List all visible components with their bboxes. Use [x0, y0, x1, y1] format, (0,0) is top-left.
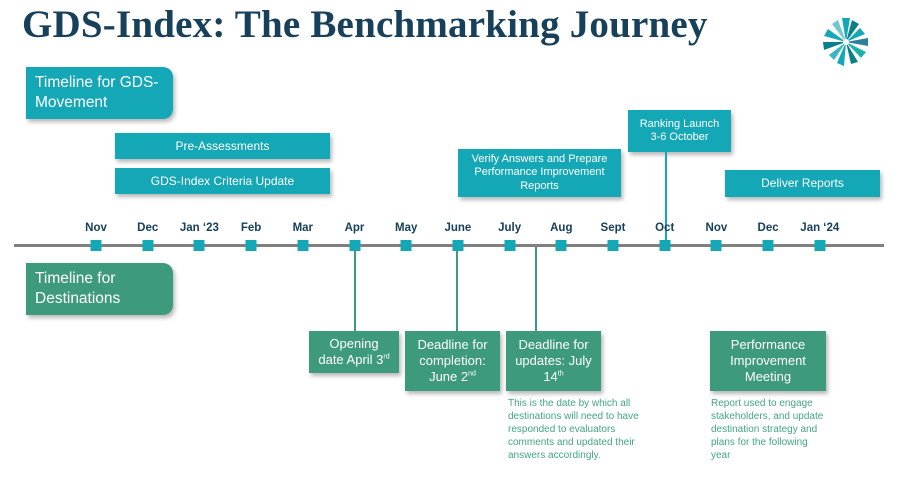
month-label: Sept	[600, 222, 626, 234]
ranking-launch-box: Ranking Launch 3-6 October	[628, 110, 731, 152]
month-label: Feb	[240, 222, 262, 234]
month-marker	[245, 240, 257, 251]
month-marker	[90, 240, 102, 251]
updates-note: This is the date by which all destinatio…	[508, 398, 639, 461]
meeting-note: Report used to engage stakeholders, and …	[711, 398, 824, 461]
month-marker	[400, 240, 412, 251]
page-title: GDS-Index: The Benchmarking Journey	[22, 3, 708, 46]
month-label: June	[444, 222, 472, 234]
month-marker	[814, 240, 826, 251]
destinations-timeline-label: Timeline for Destinations	[26, 263, 173, 315]
month-marker	[555, 240, 567, 251]
month-marker	[349, 240, 360, 251]
month-label: Oct	[655, 222, 675, 234]
month-marker	[142, 240, 154, 251]
month-label: Dec	[757, 222, 779, 234]
month-marker	[607, 240, 619, 251]
starburst-logo-icon	[823, 18, 868, 66]
criteria-update-box: GDS-Index Criteria Update	[115, 168, 330, 194]
completion-deadline-box: Deadline for completion: June 2nd	[405, 331, 500, 391]
month-label: May	[395, 222, 418, 234]
completion-connector	[456, 246, 458, 332]
updates-connector	[535, 246, 537, 332]
month-label: Jan ‘23	[179, 222, 219, 234]
month-label: Mar	[292, 222, 314, 234]
month-label: Jan ‘24	[800, 222, 840, 234]
month-marker	[452, 240, 464, 251]
month-label: Nov	[705, 222, 728, 234]
deliver-reports-box: Deliver Reports	[725, 170, 880, 197]
pre-assessments-box: Pre-Assessments	[115, 133, 330, 159]
verify-answers-box: Verify Answers and Prepare Performance I…	[458, 149, 621, 197]
month-label: Dec	[137, 222, 159, 234]
month-label: Aug	[550, 222, 573, 234]
movement-timeline-label: Timeline for GDS- Movement	[26, 67, 173, 119]
month-label: Nov	[85, 222, 107, 234]
month-marker	[762, 240, 774, 251]
timeline-axis	[14, 244, 884, 247]
month-marker	[193, 240, 205, 251]
month-marker	[659, 240, 671, 251]
month-marker	[504, 240, 516, 251]
opening-connector	[354, 246, 356, 332]
performance-meeting-box: Performance Improvement Meeting	[710, 331, 826, 391]
updates-deadline-box: Deadline for updates: July 14th	[506, 331, 601, 391]
month-label: Apr	[344, 222, 365, 234]
month-label: July	[498, 222, 522, 234]
month-marker	[297, 240, 309, 251]
month-marker	[710, 240, 722, 251]
ranking-launch-connector	[665, 152, 667, 246]
opening-date-box: Opening date April 3rd	[309, 331, 399, 373]
